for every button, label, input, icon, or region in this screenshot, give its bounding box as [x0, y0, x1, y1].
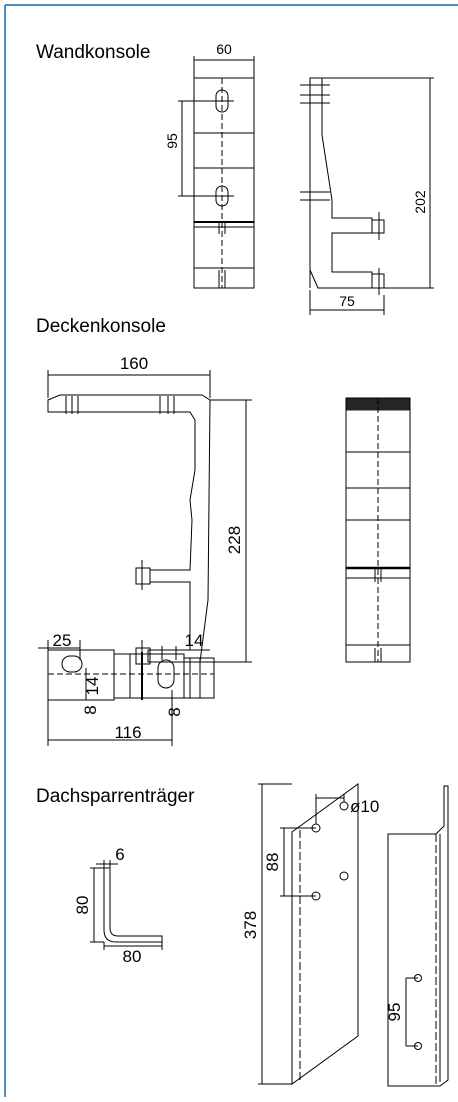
- dachsparren-profile-view: [90, 860, 163, 950]
- dim-decke-width: 160: [120, 354, 148, 373]
- heading-deckenkonsole: Deckenkonsole: [36, 316, 166, 337]
- dim-wand-width: 60: [216, 41, 232, 57]
- deckenkonsole-side-view: [47, 370, 252, 670]
- dachsparren-side-view: [387, 785, 449, 1087]
- dim-decke-top-14b: 14: [185, 631, 204, 650]
- dim-dach-length: 378: [241, 911, 260, 939]
- wandkonsole-front-view: [178, 56, 255, 289]
- heading-dachsparrentraeger: Dachsparrenträger: [36, 786, 195, 807]
- deckenkonsole-top-view: [38, 640, 215, 746]
- dim-dach-leg-horizontal: 80: [123, 947, 142, 966]
- dim-decke-top-116: 116: [114, 723, 141, 742]
- dim-dach-hole-spacing: 88: [263, 853, 282, 872]
- heading-wandkonsole: Wandkonsole: [36, 42, 151, 63]
- dim-wand-slot-distance: 95: [164, 133, 180, 149]
- dim-dach-hole-diameter: ø10: [350, 797, 379, 816]
- dim-decke-top-8b: 8: [165, 707, 184, 716]
- dim-decke-top-14a: 14: [83, 677, 102, 696]
- dim-dach-leg-vertical: 80: [73, 896, 92, 915]
- dim-dach-side-spacing: 95: [385, 1003, 404, 1022]
- dim-dach-thickness: 6: [115, 845, 124, 864]
- deckenkonsole-front-view: [345, 397, 411, 663]
- dim-decke-top-25: 25: [53, 631, 72, 650]
- wandkonsole-side-view: [300, 77, 434, 315]
- dim-decke-top-8a: 8: [81, 705, 100, 714]
- dim-wand-depth: 75: [339, 293, 355, 309]
- dachsparren-plate-view: [258, 783, 359, 1085]
- dim-decke-height: 228: [225, 526, 244, 554]
- dim-wand-height: 202: [412, 190, 428, 214]
